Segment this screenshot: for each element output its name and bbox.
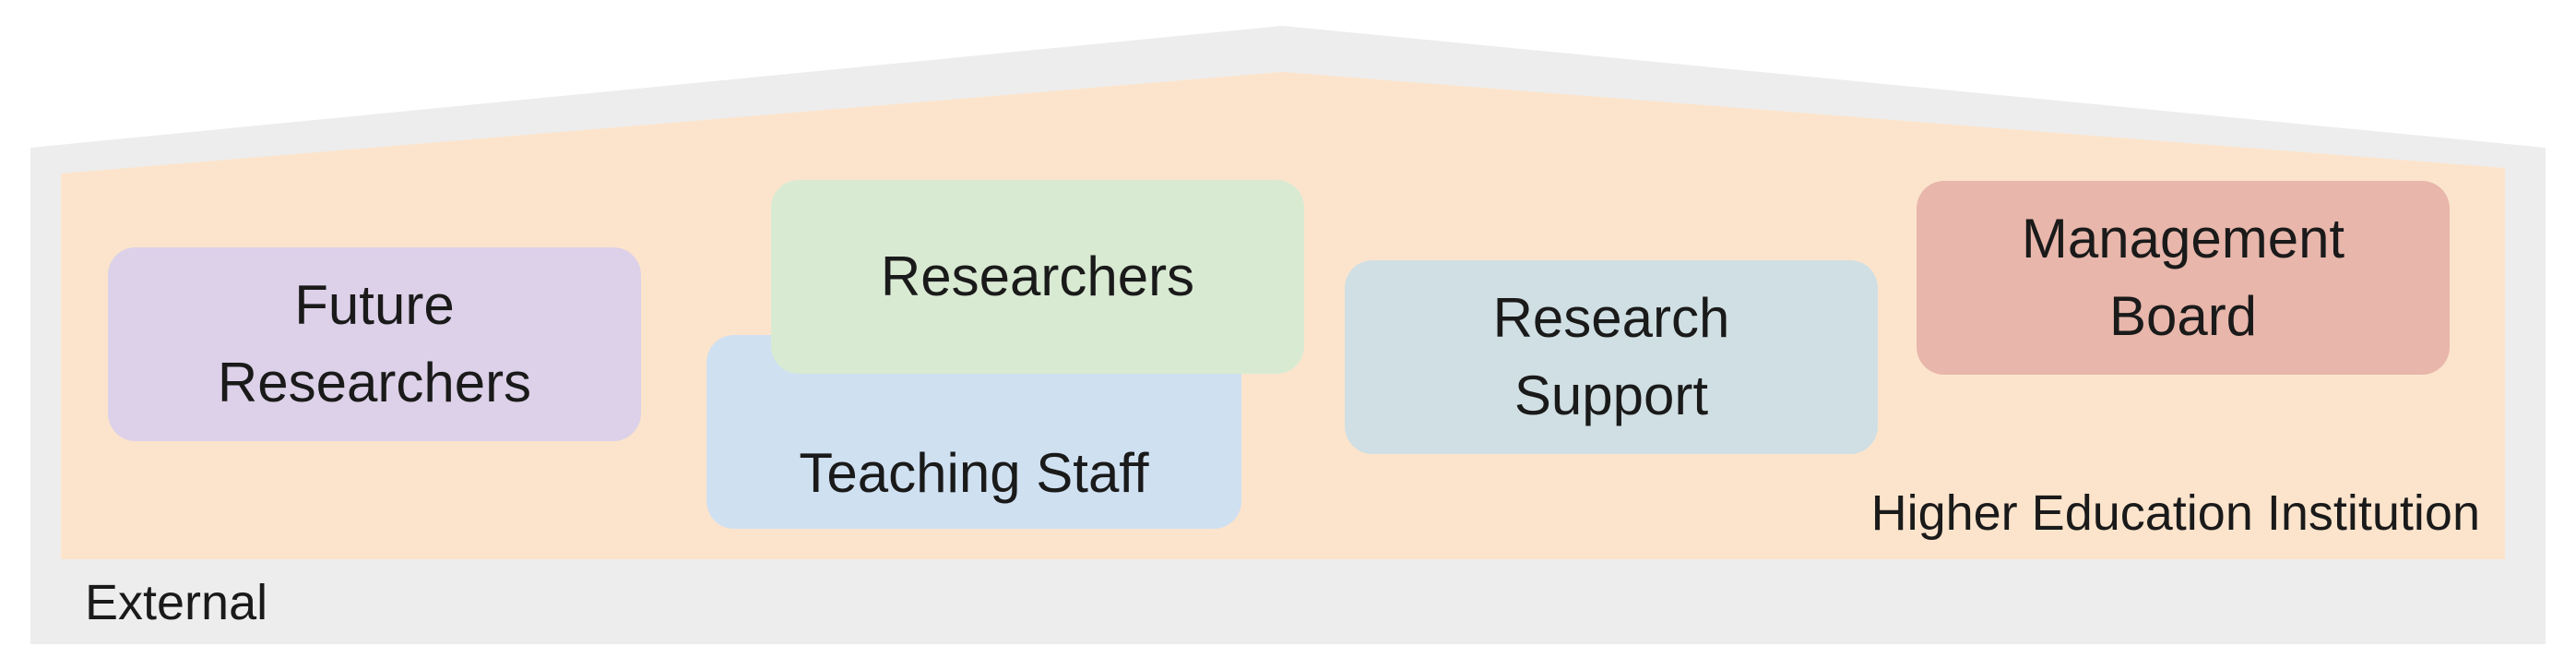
- management-board-box: Management Board: [1917, 181, 2450, 375]
- institution-label: Higher Education Institution: [1870, 485, 2480, 541]
- external-label: External: [85, 575, 268, 630]
- future-researchers-line1: Future: [294, 274, 455, 336]
- researchers-label: Researchers: [880, 245, 1195, 307]
- research-support-line1: Research: [1492, 287, 1730, 349]
- future-researchers-line2: Researchers: [217, 352, 532, 413]
- teaching-staff-label: Teaching Staff: [799, 442, 1149, 504]
- research-support-line2: Support: [1514, 365, 1709, 426]
- researchers-box: Researchers: [771, 180, 1304, 374]
- management-board-line2: Board: [2108, 285, 2258, 347]
- future-researchers-box: Future Researchers: [108, 247, 641, 441]
- research-support-box: Research Support: [1345, 260, 1878, 454]
- management-board-line1: Management: [2021, 208, 2345, 269]
